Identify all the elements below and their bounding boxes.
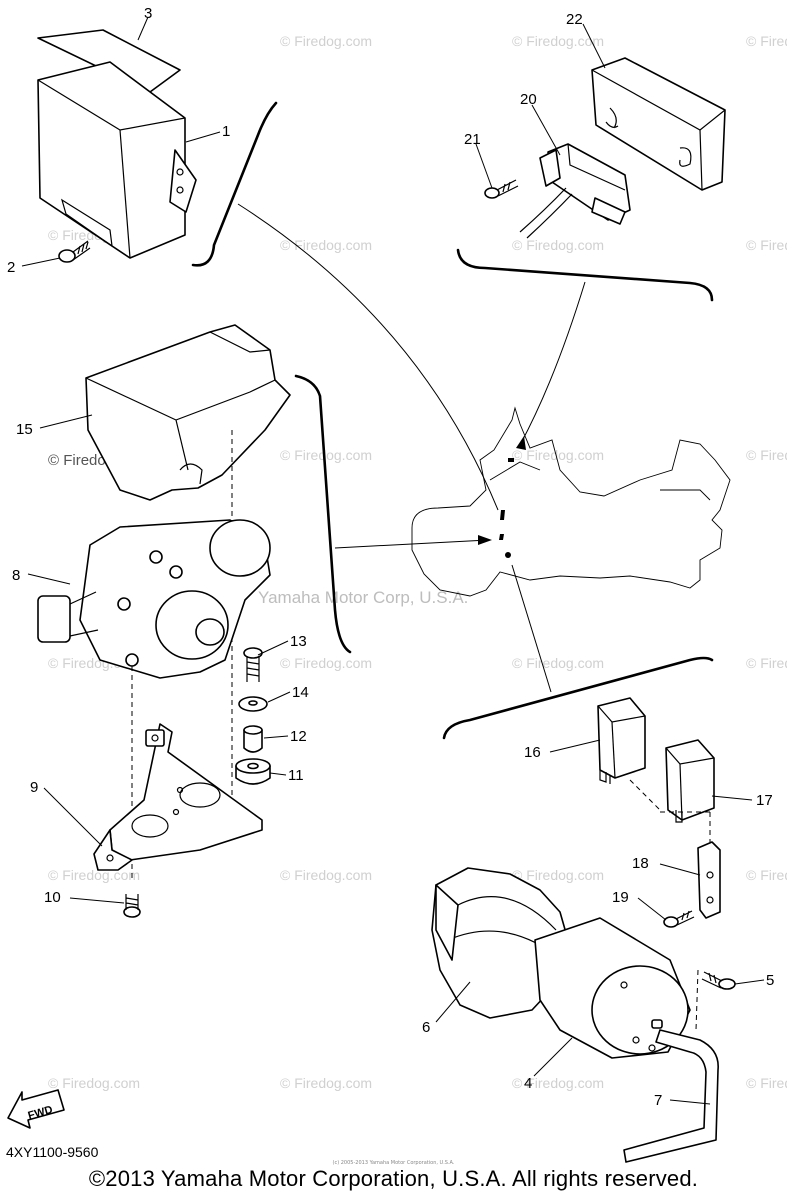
callout-numbers: 3 1 2 22 20 21 15 8 13 14 12 11 9 10 16 … xyxy=(7,5,774,1109)
watermark: © Firedog.com xyxy=(746,655,787,671)
group-bracket-lower xyxy=(442,656,714,740)
callout-7: 7 xyxy=(654,1092,662,1109)
callout-12: 12 xyxy=(290,728,307,745)
callout-21: 21 xyxy=(464,131,481,148)
leader-lines xyxy=(237,203,586,693)
watermark: © Firedog.com xyxy=(280,1075,372,1091)
watermark: © Firedog.com xyxy=(48,1075,140,1091)
callout-leaders xyxy=(21,16,765,1105)
part-13-bolt xyxy=(243,647,263,682)
callout-8: 8 xyxy=(12,567,20,584)
watermark: © Firedog.com xyxy=(280,447,372,463)
watermark: © Firedog.com xyxy=(512,237,604,253)
part-22-cover xyxy=(591,57,726,191)
part-1-control-unit xyxy=(37,61,197,259)
callout-19: 19 xyxy=(612,889,629,906)
callout-9: 9 xyxy=(30,779,38,796)
part-9-bracket-plate xyxy=(93,723,263,871)
part-14-washer xyxy=(238,696,268,712)
diagram-part-code: 4XY1100-9560 xyxy=(6,1144,99,1160)
part-10-screw xyxy=(123,894,141,918)
callout-5: 5 xyxy=(766,972,774,989)
callout-3: 3 xyxy=(144,5,152,22)
part-19-screw xyxy=(663,910,695,928)
part-8-hydraulic-unit xyxy=(37,519,271,880)
watermark: © Firedog.com xyxy=(512,33,604,49)
callout-6: 6 xyxy=(422,1019,430,1036)
callout-13: 13 xyxy=(290,633,307,650)
small-credit-line: (c) 2005-2013 Yamaha Motor Corporation, … xyxy=(332,1160,455,1166)
watermark: © Firedog.com xyxy=(746,1075,787,1091)
watermark: © Firedog.com xyxy=(746,237,787,253)
callout-16: 16 xyxy=(524,744,541,761)
copyright-notice: ©2013 Yamaha Motor Corporation, U.S.A. A… xyxy=(88,1166,699,1191)
callout-10: 10 xyxy=(44,889,61,906)
watermark: © Firedog.com xyxy=(280,237,372,253)
watermark: © Firedog.com xyxy=(746,867,787,883)
watermark: © Firedog.com xyxy=(280,655,372,671)
watermark-group: © Firedog.com © Firedog.com © Firedog.co… xyxy=(48,33,787,1091)
callout-22: 22 xyxy=(566,11,583,28)
part-5-screw xyxy=(695,969,736,1031)
watermark: © Firedog.com xyxy=(746,33,787,49)
watermark: © Firedog.com xyxy=(512,867,604,883)
group-bracket-middle xyxy=(294,374,352,654)
watermark: © Firedog.com xyxy=(512,1075,604,1091)
motorcycle-silhouette xyxy=(411,406,731,597)
callout-4: 4 xyxy=(524,1075,532,1092)
callout-1: 1 xyxy=(222,123,230,140)
watermark: © Firedog.com xyxy=(48,867,140,883)
part-17-relay xyxy=(660,739,715,845)
callout-14: 14 xyxy=(292,684,309,701)
part-2-screw xyxy=(58,240,91,263)
watermark: © Firedog.com xyxy=(512,655,604,671)
callout-15: 15 xyxy=(16,421,33,438)
center-watermark: Yamaha Motor Corp, U.S.A. xyxy=(258,588,468,607)
callout-11: 11 xyxy=(288,767,304,784)
fwd-arrow-icon: FWD xyxy=(7,1089,65,1129)
part-7-hose xyxy=(623,1029,719,1163)
watermark: © Firedog.com xyxy=(512,447,604,463)
callout-2: 2 xyxy=(7,259,15,276)
part-12-collar xyxy=(243,725,263,753)
callout-18: 18 xyxy=(632,855,649,872)
watermark: © Firedog.com xyxy=(280,33,372,49)
group-bracket-topleft xyxy=(191,101,278,267)
part-6-horn-body xyxy=(431,867,569,1019)
part-11-grommet xyxy=(235,758,271,785)
group-bracket-topright xyxy=(456,248,714,302)
part-18-stay xyxy=(697,841,721,919)
callout-17: 17 xyxy=(756,792,773,809)
watermark: © Firedog.com xyxy=(746,447,787,463)
watermark: © Firedog.com xyxy=(280,867,372,883)
callout-20: 20 xyxy=(520,91,537,108)
part-20-relay xyxy=(519,143,631,239)
part-16-relay xyxy=(597,697,661,811)
